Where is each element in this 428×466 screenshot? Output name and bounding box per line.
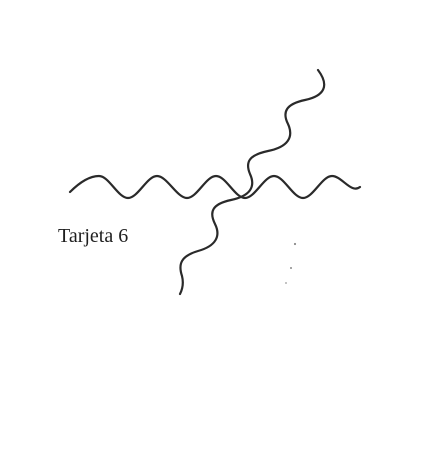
- horizontal-wavy-line: [68, 174, 362, 200]
- speck-mark: [290, 267, 292, 269]
- speck-mark: [285, 282, 287, 284]
- diagonal-wavy-line: [178, 68, 326, 296]
- speck-mark: [293, 242, 297, 246]
- card-label: Tarjeta 6: [58, 225, 129, 247]
